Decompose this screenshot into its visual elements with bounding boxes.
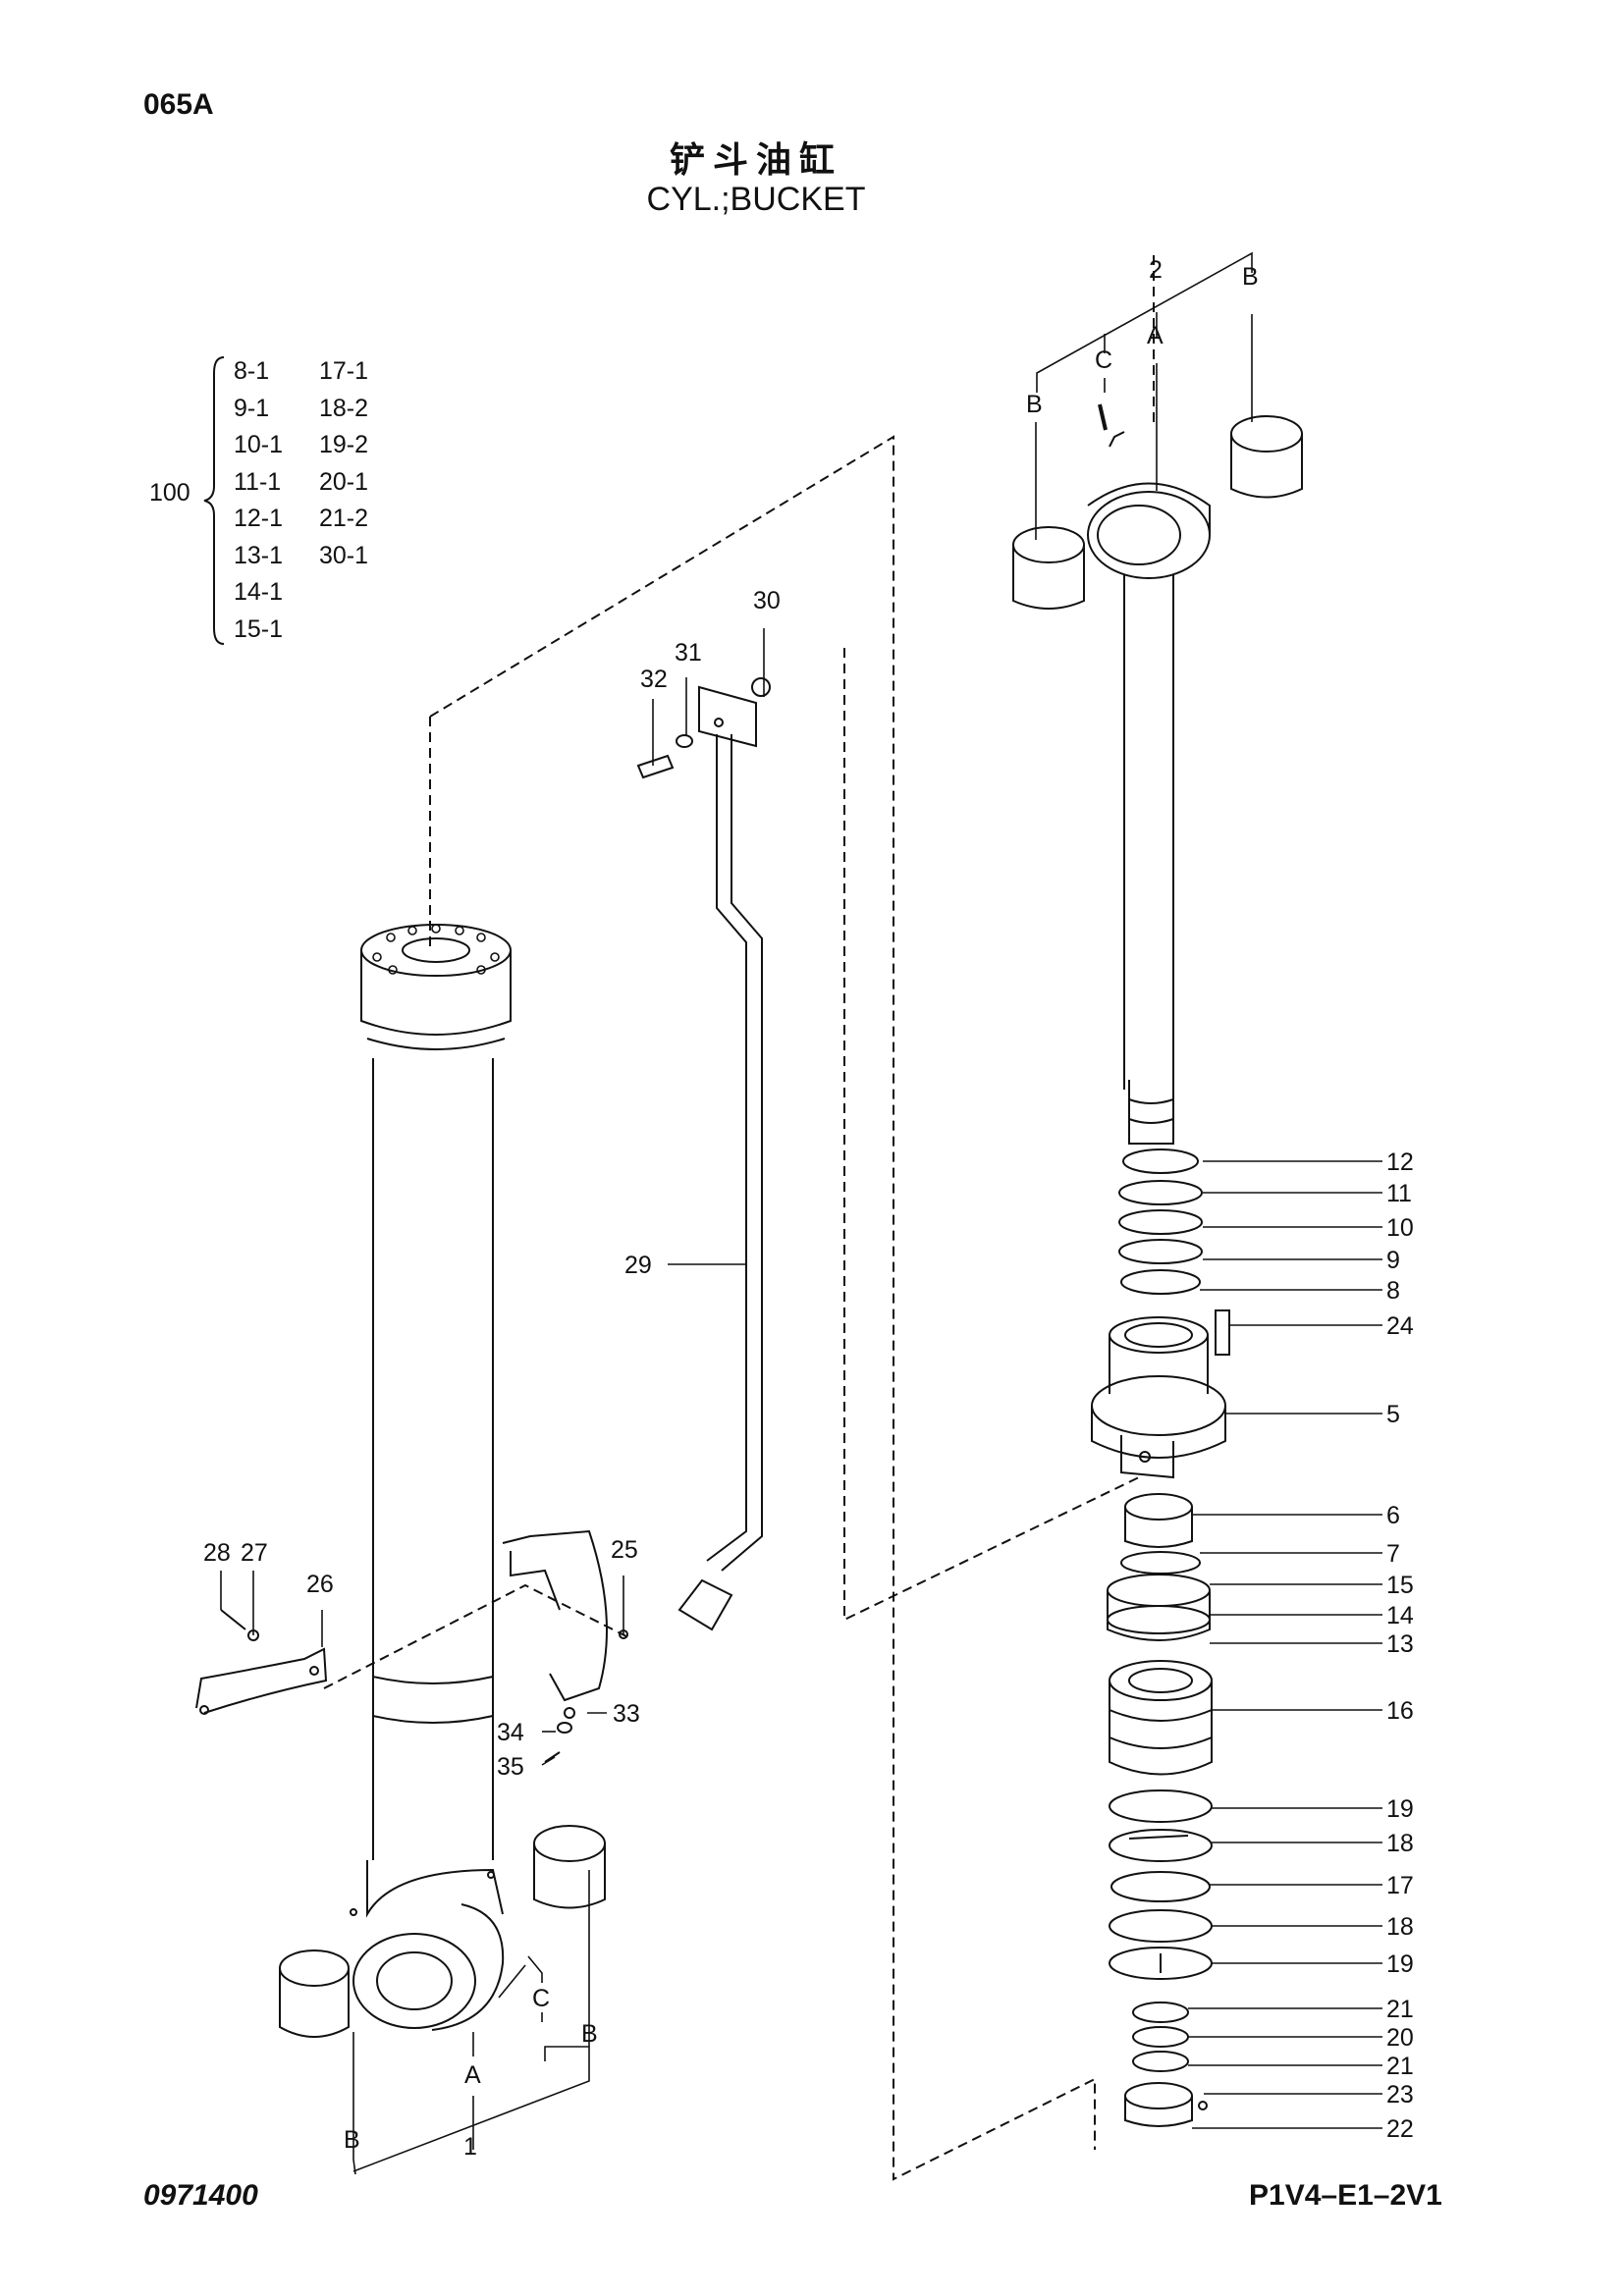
kit-brace xyxy=(203,356,225,645)
cushion-rings xyxy=(1132,2002,1189,2072)
kit-item: 20-1 xyxy=(319,467,369,496)
callout-33: 33 xyxy=(613,1700,640,1728)
cylinder-rod xyxy=(1087,431,1211,1145)
kit-item: 11-1 xyxy=(234,467,282,496)
pipe-band-26 xyxy=(195,1647,328,1715)
callout-6: 6 xyxy=(1386,1502,1400,1529)
callout-28: 28 xyxy=(203,1539,231,1567)
bushing-6 xyxy=(1124,1493,1193,1548)
callout-8: 8 xyxy=(1386,1277,1400,1305)
callout-22: 22 xyxy=(1386,2115,1414,2143)
pin-bushing-right xyxy=(533,1825,606,1909)
callout-1: 1 xyxy=(463,2133,477,2161)
set-screw-23 xyxy=(1198,2101,1208,2110)
callout-21-lower: 21 xyxy=(1386,2053,1414,2080)
kit-item: 12-1 xyxy=(234,505,284,532)
callout-14: 14 xyxy=(1386,1602,1414,1629)
pin-bushing-left xyxy=(279,1949,350,2038)
kit-item: 8-1 xyxy=(234,357,270,385)
callout-12: 12 xyxy=(1386,1148,1414,1176)
assembly-guide-lines xyxy=(323,255,1155,2181)
kit-item: 13-1 xyxy=(234,541,284,569)
cylinder-tube xyxy=(350,924,512,2031)
bolt-28 xyxy=(220,1609,246,1630)
callout-15: 15 xyxy=(1386,1572,1414,1599)
bolt-32 xyxy=(636,754,675,779)
callout-13: 13 xyxy=(1386,1630,1414,1658)
callout-10: 10 xyxy=(1386,1214,1414,1242)
callout-31: 31 xyxy=(675,639,702,667)
page-code: 065A xyxy=(143,88,214,121)
ref-C-bottom: C xyxy=(532,1985,550,2012)
ref-A-bottom: A xyxy=(464,2061,481,2089)
callout-24: 24 xyxy=(1386,1312,1414,1340)
kit-column-2: 17-1 18-2 19-2 20-1 21-2 30-1 xyxy=(319,353,368,574)
cylinder-head xyxy=(1091,1316,1226,1479)
callout-19-upper: 19 xyxy=(1386,1795,1414,1823)
kit-item: 14-1 xyxy=(234,578,284,606)
callout-21-upper: 21 xyxy=(1386,1996,1414,2023)
grease-fitting xyxy=(1098,403,1108,431)
callout-18-lower: 18 xyxy=(1386,1913,1414,1941)
callout-9: 9 xyxy=(1386,1247,1400,1274)
callout-18-upper: 18 xyxy=(1386,1830,1414,1857)
callout-20: 20 xyxy=(1386,2024,1414,2052)
callout-7: 7 xyxy=(1386,1540,1400,1568)
callout-25: 25 xyxy=(611,1536,638,1564)
drawing-number: 0971400 xyxy=(143,2179,258,2212)
kit-item: 9-1 xyxy=(234,394,270,422)
kit-item: 30-1 xyxy=(319,541,369,569)
callout-16: 16 xyxy=(1386,1697,1414,1725)
callout-26: 26 xyxy=(306,1571,334,1598)
ref-C-top: C xyxy=(1095,347,1112,374)
callout-19-lower: 19 xyxy=(1386,1950,1414,1978)
rod-bushing-right xyxy=(1230,415,1303,499)
callout-34: 34 xyxy=(497,1719,524,1746)
callout-30: 30 xyxy=(753,587,781,614)
kit-item: 18-2 xyxy=(319,394,369,422)
pipe-band-33 xyxy=(502,1529,628,1719)
page-reference: P1V4–E1–2V1 xyxy=(1249,2179,1442,2212)
callout-35: 35 xyxy=(497,1753,524,1781)
kit-column-1: 8-1 9-1 10-1 11-1 12-1 13-1 14-1 15-1 xyxy=(234,353,283,648)
piston-rings-15-14-13 xyxy=(1107,1574,1211,1641)
ring-7 xyxy=(1120,1551,1201,1575)
ref-A-top: A xyxy=(1147,322,1164,349)
kit-item: 21-2 xyxy=(319,505,369,532)
kit-item: 15-1 xyxy=(234,614,284,643)
kit-item: 19-2 xyxy=(319,431,369,458)
callout-27: 27 xyxy=(241,1539,268,1567)
socket-bolt-24 xyxy=(1215,1309,1230,1356)
callout-29: 29 xyxy=(624,1252,652,1279)
piston-16 xyxy=(1109,1660,1213,1776)
ref-B-bottom-right: B xyxy=(581,2020,598,2048)
ref-B-bottom-left: B xyxy=(344,2126,360,2154)
leader-lines xyxy=(220,251,1382,2175)
callout-2: 2 xyxy=(1149,256,1163,284)
callout-5: 5 xyxy=(1386,1401,1400,1428)
callout-23: 23 xyxy=(1386,2081,1414,2109)
washer-31 xyxy=(676,734,693,748)
kit-item: 17-1 xyxy=(319,357,369,385)
kit-number: 100 xyxy=(149,479,190,507)
callout-11: 11 xyxy=(1386,1180,1412,1207)
callout-32: 32 xyxy=(640,666,668,693)
kit-item: 10-1 xyxy=(234,431,284,458)
title-chinese: 铲斗油缸 xyxy=(669,139,842,180)
ref-B-top-left: B xyxy=(1026,391,1043,418)
washer-34 xyxy=(557,1722,572,1734)
ref-B-top-right: B xyxy=(1242,263,1259,291)
hydraulic-pipe xyxy=(677,677,771,1631)
bolt-35 xyxy=(544,1751,561,1763)
title-english: CYL.;BUCKET xyxy=(646,181,866,218)
piston-rings-lower xyxy=(1109,1789,1213,1980)
callout-17: 17 xyxy=(1386,1872,1414,1899)
rod-bushing-left xyxy=(1012,526,1085,610)
seal-rings-upper xyxy=(1118,1148,1203,1295)
nut-22 xyxy=(1124,2082,1193,2127)
callout-labels: 12 11 10 9 8 24 5 6 7 15 14 13 16 19 18 … xyxy=(203,256,1414,2161)
